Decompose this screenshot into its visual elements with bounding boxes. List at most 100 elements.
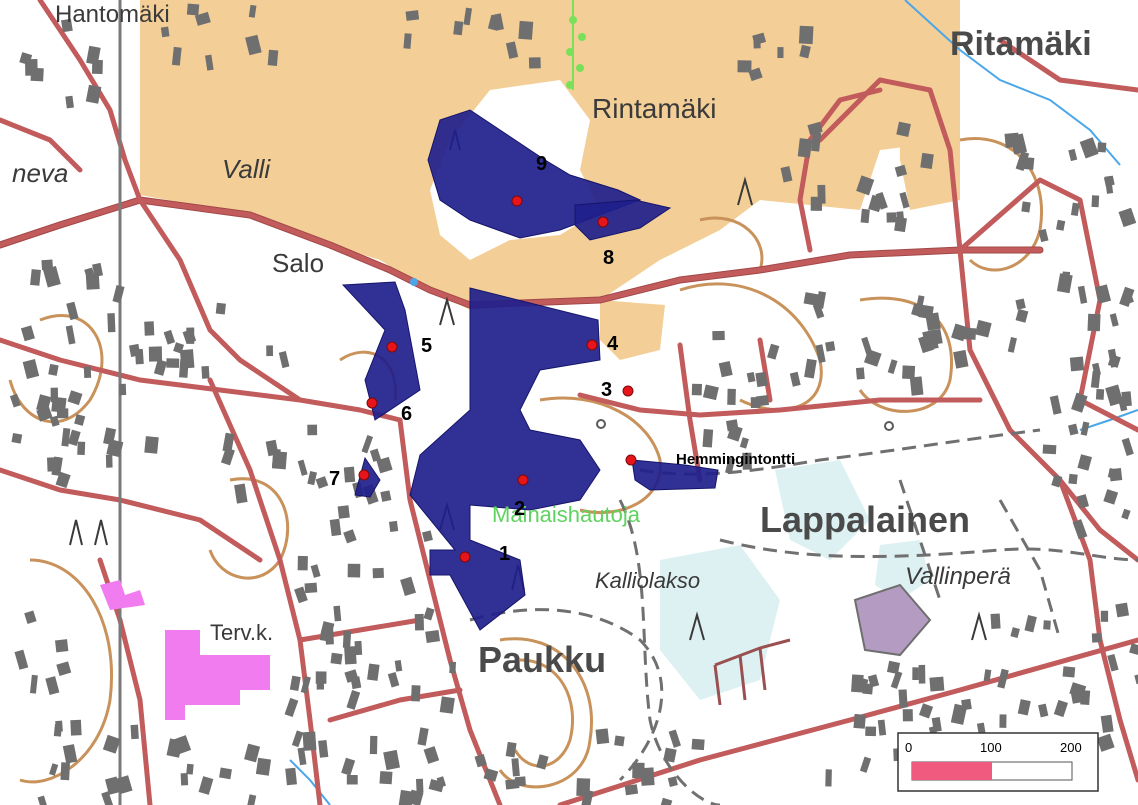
trails: [469, 428, 1138, 805]
building-2-10: [186, 327, 195, 344]
site-number-labels: 1 2 3 4 5 6 7 8 9: [329, 153, 619, 565]
building-15-17: [859, 756, 872, 773]
building-8-10: [855, 367, 865, 380]
building-11-22: [1071, 392, 1088, 413]
building-1-8: [106, 439, 124, 458]
site-points[interactable]: [358, 195, 637, 563]
building-16-7: [624, 784, 639, 796]
building-11-8: [1119, 286, 1135, 308]
building-20-8: [453, 20, 464, 36]
building-24-3: [1010, 627, 1020, 639]
building-4-17: [342, 630, 352, 649]
building-12-11: [896, 211, 905, 229]
building-5-6: [289, 675, 301, 692]
building-10-12: [815, 291, 827, 309]
site-point-2[interactable]: [517, 474, 529, 486]
site-point-5[interactable]: [386, 341, 398, 353]
polygon-site-main[interactable]: [409, 287, 601, 631]
building-4-15: [425, 629, 441, 643]
polygon-site-5-6[interactable]: [341, 281, 421, 421]
building-3-0: [380, 490, 392, 502]
misc-points: [410, 278, 894, 431]
building-14-8: [1080, 421, 1090, 436]
trail-2: [618, 499, 721, 805]
contour-2: [19, 558, 113, 784]
building-11-5: [1077, 285, 1088, 304]
building-14-0: [1121, 437, 1134, 457]
building-11-1: [1095, 388, 1105, 400]
building-10-3: [887, 359, 898, 374]
building-4-9: [354, 640, 363, 656]
building-5-13: [423, 746, 440, 764]
building-0-8: [65, 325, 76, 345]
building-20-6: [493, 13, 504, 31]
building-3-7: [222, 432, 235, 453]
building-12-6: [780, 166, 793, 183]
building-4-2: [388, 520, 399, 533]
building-2-0: [278, 351, 290, 369]
building-15-34: [918, 664, 926, 684]
building-5-5: [439, 696, 455, 714]
building-13-4: [1038, 228, 1049, 243]
rock-2: [737, 176, 753, 206]
road-kalliolakso: [757, 337, 773, 403]
building-8-1: [727, 388, 736, 405]
label-salo: Salo: [272, 248, 324, 278]
stream-southwest: [289, 759, 331, 805]
building-14-11: [1077, 454, 1093, 471]
building-11-12: [1094, 284, 1112, 304]
building-6-1: [244, 743, 261, 763]
grey-point-1: [596, 419, 606, 429]
building-3-4: [337, 505, 350, 519]
building-15-14: [1100, 714, 1114, 733]
building-21-4: [748, 67, 763, 82]
site-label-1: 1: [499, 543, 510, 565]
site-polygons[interactable]: [341, 109, 719, 631]
building-14-7: [1076, 494, 1089, 509]
building-0-0: [83, 366, 92, 378]
building-11-13: [1049, 395, 1062, 415]
site-point-3[interactable]: [622, 385, 634, 397]
building-0-7: [48, 363, 59, 376]
site-point-hemmingintontti[interactable]: [625, 454, 637, 466]
building-5-2: [449, 661, 456, 674]
site-label-2: 2: [514, 498, 525, 520]
building-0-13: [129, 343, 141, 358]
polygon-site-8[interactable]: [574, 199, 672, 241]
building-0-18: [20, 325, 35, 342]
building-19-3: [194, 11, 211, 26]
building-15-28: [825, 769, 832, 787]
contour-lines: [8, 137, 1043, 789]
building-20-3: [528, 57, 541, 69]
site-point-4[interactable]: [586, 339, 598, 351]
site-point-1[interactable]: [459, 551, 471, 563]
building-7-9: [60, 762, 70, 781]
building-13-0: [1021, 201, 1031, 213]
building-14-6: [1103, 489, 1119, 505]
building-17-8: [536, 754, 549, 770]
polygon-hemmingintontti[interactable]: [631, 459, 719, 491]
scale-label-100: 100: [980, 740, 1002, 755]
building-3-16: [361, 435, 374, 454]
building-0-17: [67, 390, 83, 406]
building-3-13: [315, 476, 329, 489]
building-13-1: [1097, 142, 1107, 153]
site-point-6[interactable]: [366, 397, 378, 409]
building-12-4: [810, 196, 823, 211]
building-13-10: [1068, 148, 1078, 162]
site-point-8[interactable]: [597, 216, 609, 228]
building-5-7: [383, 749, 401, 771]
building-17-0: [346, 774, 358, 785]
building-1-4: [67, 429, 81, 446]
road-south-main: [397, 417, 503, 805]
building-4-20: [423, 607, 435, 621]
site-label-8: 8: [603, 247, 614, 269]
building-1-10: [47, 457, 60, 472]
site-point-9[interactable]: [511, 195, 523, 207]
building-15-8: [1017, 699, 1031, 716]
building-24-4: [1043, 620, 1051, 630]
building-7-7: [102, 734, 121, 754]
site-point-7[interactable]: [358, 469, 370, 481]
